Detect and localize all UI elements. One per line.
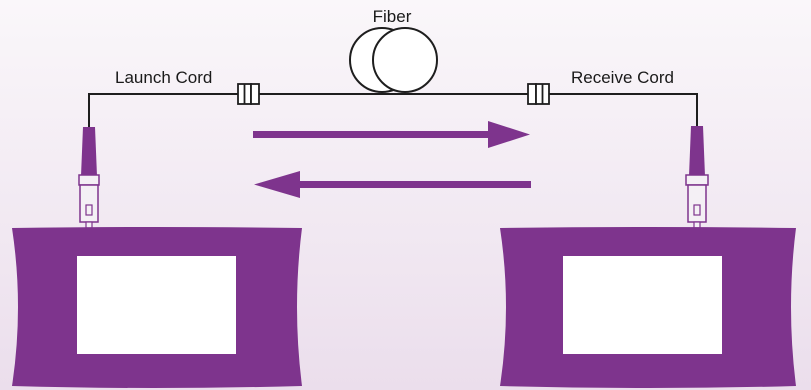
otdr-device-icon [12, 227, 302, 388]
receive-cord-cable [544, 93, 698, 126]
device-screen [563, 256, 722, 354]
connector-icon [237, 83, 260, 105]
arrow-right-icon [253, 121, 530, 148]
launch-cord-label: Launch Cord [115, 68, 212, 87]
device-screen [77, 256, 236, 354]
fiber-spool-icon [349, 27, 438, 93]
receive-connector [685, 126, 709, 229]
fiber-label: Fiber [373, 7, 412, 26]
launch-cord-cable [88, 93, 245, 127]
connector-icon [527, 83, 550, 105]
arrow-left-icon [254, 171, 531, 198]
otdr-device-icon [500, 227, 796, 388]
receive-cord-label: Receive Cord [571, 68, 674, 87]
launch-connector [78, 127, 100, 229]
